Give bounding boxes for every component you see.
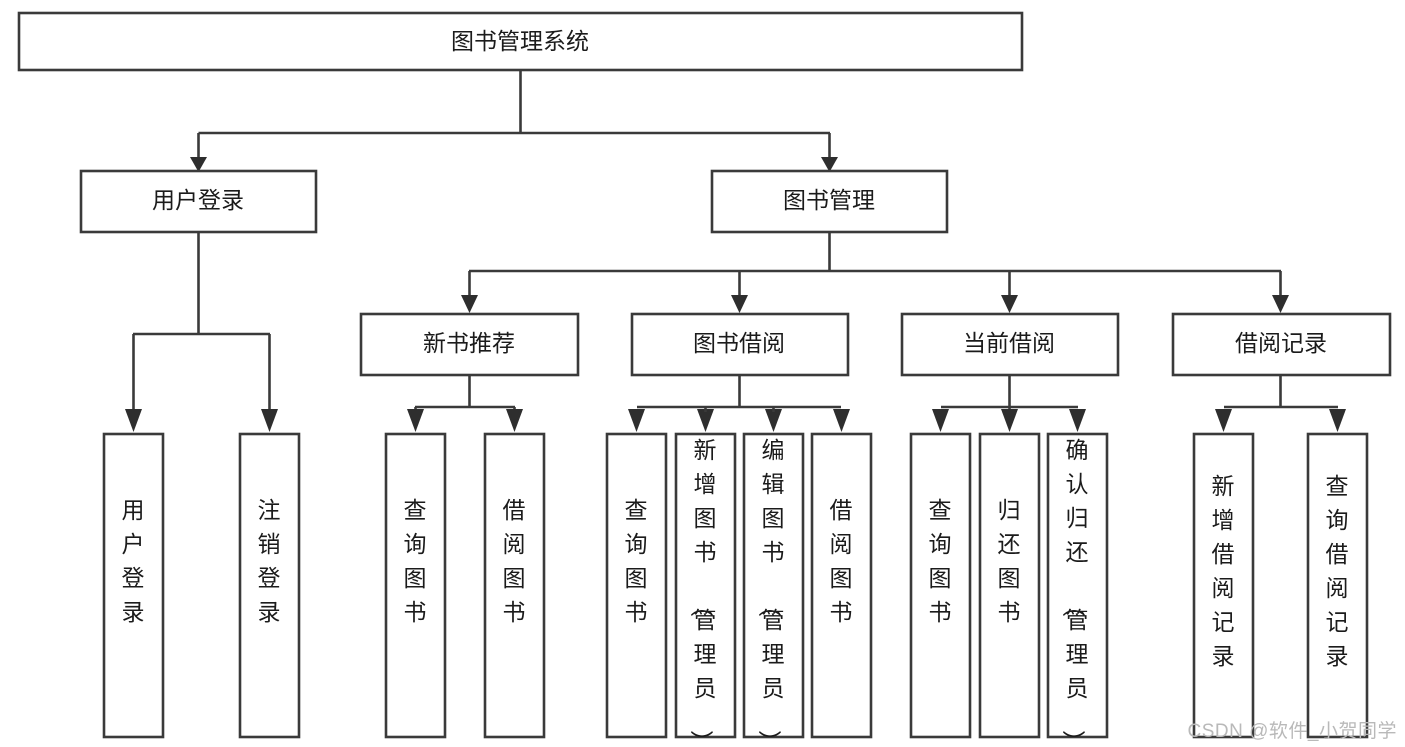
leaf-node[interactable]: 查询借阅记录 (1306, 432, 1369, 739)
leaf-node[interactable]: 借阅图书 (810, 432, 873, 739)
arrow-head-user-login (190, 157, 207, 172)
node-current-borrow-label: 当前借阅 (963, 330, 1055, 356)
leaf-recommend-query-book-box[interactable] (384, 432, 447, 739)
leaf-recommend-query-book-label: 查询图书 (404, 497, 427, 625)
leaf-recommend-borrow-book-box[interactable] (483, 432, 546, 739)
node-book-management-box[interactable] (710, 169, 949, 234)
node-root-box[interactable] (17, 11, 1024, 72)
node-book-management-label: 图书管理 (783, 187, 875, 213)
leaf-recommend-borrow-book-label: 借阅图书 (503, 497, 526, 625)
arrow-head-borrow-leaf-1 (628, 409, 645, 432)
leaf-node[interactable]: 用户登录 (102, 432, 165, 739)
node-new-book-recommend[interactable]: 新书推荐 (359, 312, 580, 377)
node-root[interactable]: 图书管理系统 (17, 11, 1024, 72)
leaf-node[interactable]: 查询图书 (605, 432, 668, 739)
node-book-borrow-box[interactable] (630, 312, 850, 377)
leaf-node[interactable]: 编辑图书（管理员） (742, 432, 805, 747)
leaf-current-confirm-return-label: 确认归还（管理员） (1061, 437, 1089, 747)
node-book-borrow[interactable]: 图书借阅 (630, 312, 850, 377)
arrow-head-book-mgmt (821, 157, 838, 172)
leaf-current-query-book-label: 查询图书 (929, 497, 952, 625)
leaf-borrow-query-book-label: 查询图书 (625, 497, 648, 625)
arrow-head-leaf-user-login (125, 409, 142, 432)
arrow-head-current-borrow (1001, 295, 1018, 313)
arrow-head-borrow-record (1272, 295, 1289, 313)
node-root-label: 图书管理系统 (451, 28, 589, 54)
leaf-record-add-label: 新增借阅记录 (1212, 473, 1235, 669)
leaf-user-login-label: 用户登录 (122, 497, 145, 625)
leaf-borrow-borrow-book-label: 借阅图书 (830, 497, 853, 625)
leaf-borrow-borrow-book-box[interactable] (810, 432, 873, 739)
arrow-head-recommend-leaf-2 (506, 409, 523, 432)
leaf-borrow-edit-book-box[interactable] (742, 432, 805, 739)
leaf-current-return-book-box[interactable] (978, 432, 1041, 739)
leaf-node[interactable]: 查询图书 (384, 432, 447, 739)
arrow-head-record-leaf-1 (1215, 409, 1232, 432)
node-borrow-record[interactable]: 借阅记录 (1171, 312, 1392, 377)
node-current-borrow-box[interactable] (900, 312, 1120, 377)
leaf-logout-box[interactable] (238, 432, 301, 739)
leaf-node[interactable]: 新增借阅记录 (1192, 432, 1255, 739)
leaf-borrow-edit-book-label: 编辑图书（管理员） (757, 437, 785, 747)
arrow-head-record-leaf-2 (1329, 409, 1346, 432)
leaf-node[interactable]: 借阅图书 (483, 432, 546, 739)
leaf-record-add-box[interactable] (1192, 432, 1255, 739)
leaf-user-login-box[interactable] (102, 432, 165, 739)
leaf-node[interactable]: 确认归还（管理员） (1046, 432, 1109, 747)
arrow-head-leaf-logout (261, 409, 278, 432)
arrow-head-new-book-recommend (461, 295, 478, 313)
leaf-current-query-book-box[interactable] (909, 432, 972, 739)
leaf-current-confirm-return-box[interactable] (1046, 432, 1109, 739)
leaf-borrow-query-book-box[interactable] (605, 432, 668, 739)
leaf-borrow-add-book-box[interactable] (674, 432, 737, 739)
leaf-node[interactable]: 查询图书 (909, 432, 972, 739)
arrow-head-current-leaf-1 (932, 409, 949, 432)
leaf-record-query-label: 查询借阅记录 (1326, 473, 1349, 669)
node-user-login-label: 用户登录 (152, 187, 244, 213)
node-current-borrow[interactable]: 当前借阅 (900, 312, 1120, 377)
node-user-login-box[interactable] (79, 169, 318, 234)
leaf-node[interactable]: 新增图书（管理员） (674, 432, 737, 747)
leaf-record-query-box[interactable] (1306, 432, 1369, 739)
arrow-head-current-leaf-2 (1001, 409, 1018, 432)
leaf-node[interactable]: 归还图书 (978, 432, 1041, 739)
leaf-node[interactable]: 注销登录 (238, 432, 301, 739)
node-new-book-recommend-label: 新书推荐 (423, 330, 515, 356)
node-borrow-record-box[interactable] (1171, 312, 1392, 377)
arrow-head-book-borrow (731, 295, 748, 313)
node-user-login[interactable]: 用户登录 (79, 169, 318, 234)
node-new-book-recommend-box[interactable] (359, 312, 580, 377)
connector-layer (125, 70, 1346, 432)
node-book-borrow-label: 图书借阅 (693, 330, 785, 356)
arrow-head-recommend-leaf-1 (407, 409, 424, 432)
leaf-logout-label: 注销登录 (258, 497, 281, 625)
leaf-current-return-book-label: 归还图书 (998, 497, 1021, 625)
arrow-head-borrow-leaf-3 (765, 409, 782, 432)
leaf-borrow-add-book-label: 新增图书（管理员） (689, 437, 717, 747)
node-book-management[interactable]: 图书管理 (710, 169, 949, 234)
node-borrow-record-label: 借阅记录 (1235, 330, 1327, 356)
arrow-head-borrow-leaf-4 (833, 409, 850, 432)
arrow-head-borrow-leaf-2 (697, 409, 714, 432)
arrow-head-current-leaf-3 (1069, 409, 1086, 432)
